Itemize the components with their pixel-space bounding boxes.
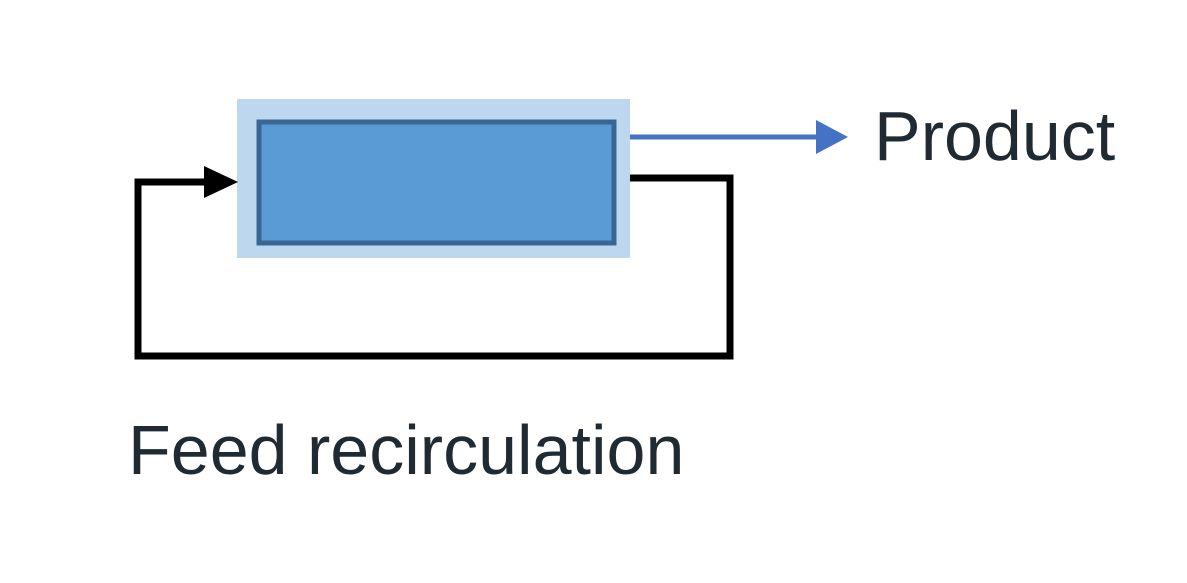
feed-recirculation-label: Feed recirculation xyxy=(128,411,685,489)
process-unit-body xyxy=(256,119,617,246)
recirculation-line xyxy=(134,174,734,360)
process-unit xyxy=(237,99,630,258)
product-label: Product xyxy=(874,97,1116,175)
recirculation-arrow-head xyxy=(204,166,238,198)
product-arrow-head xyxy=(816,120,848,154)
product-arrow xyxy=(630,120,848,154)
recirculation-loop xyxy=(134,166,734,360)
